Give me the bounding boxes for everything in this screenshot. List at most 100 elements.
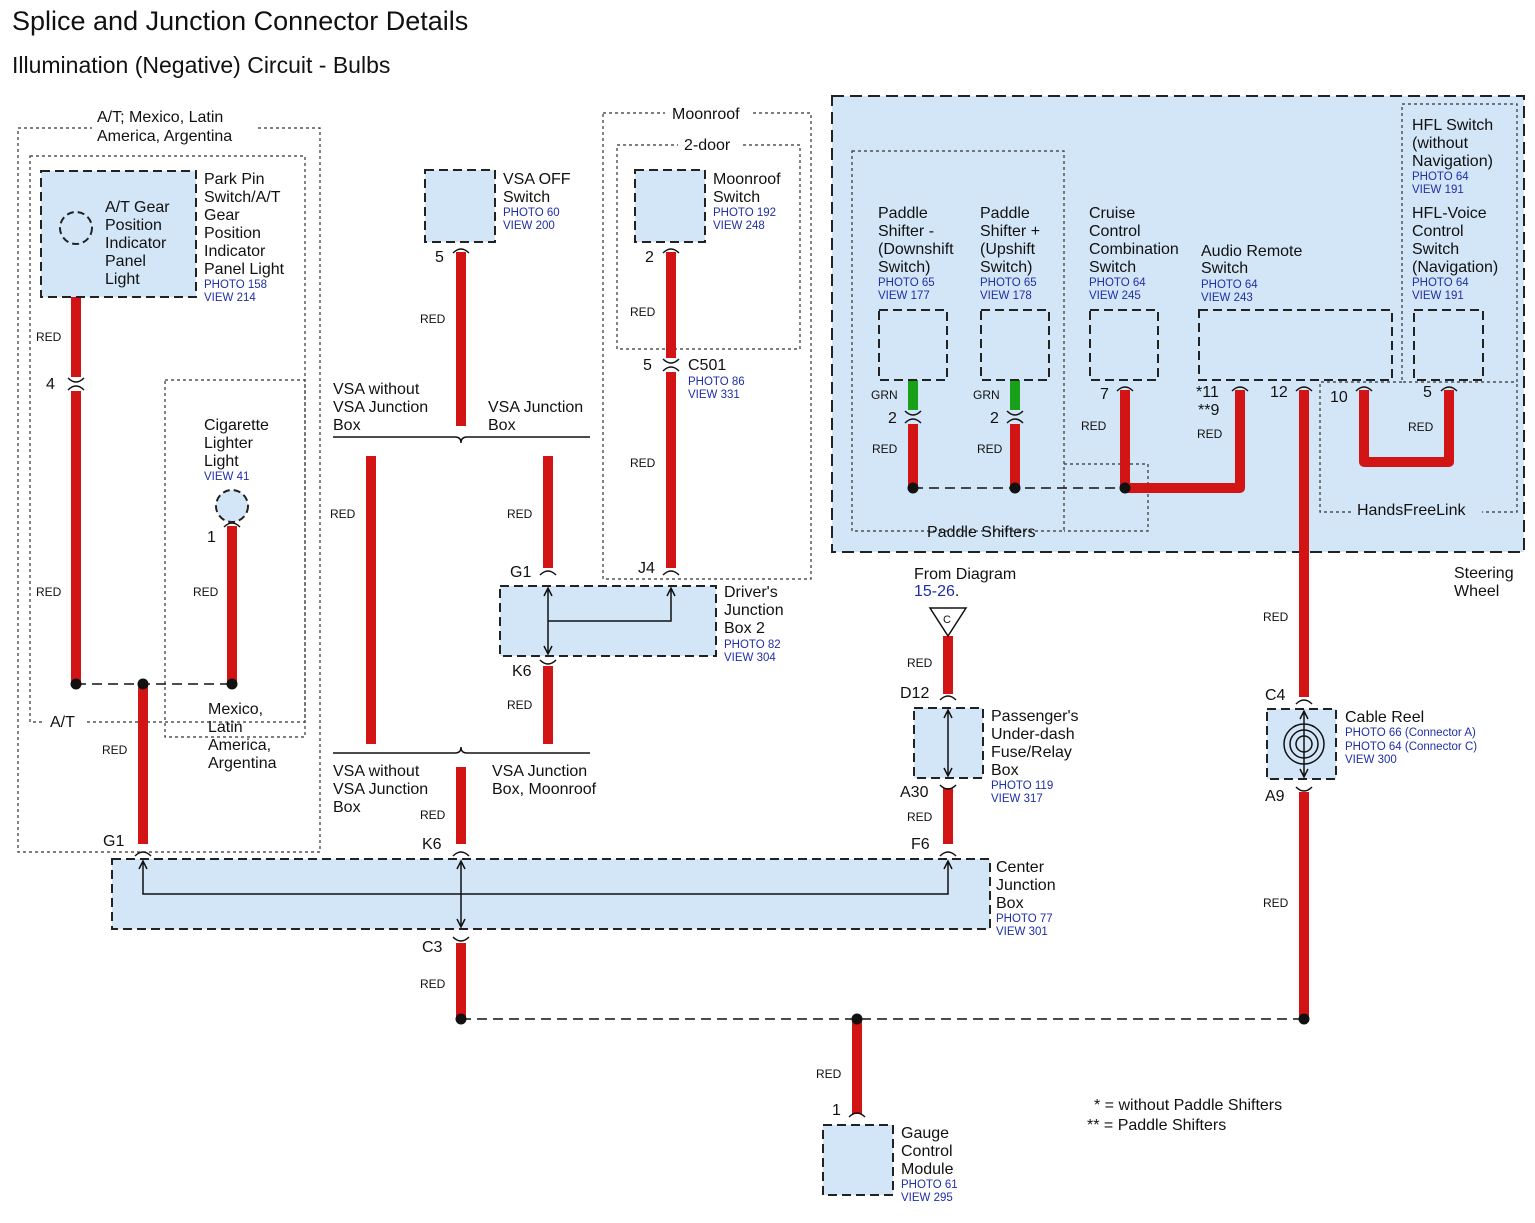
vsa-off-switch-box xyxy=(424,169,496,243)
audio-remote-box xyxy=(1198,309,1393,381)
vsa-off-photo: PHOTO 60 xyxy=(503,207,560,219)
pin-label: 2 xyxy=(645,249,654,266)
passenger-fuse-label-3: Fuse/Relay xyxy=(991,744,1072,761)
wire-hfl xyxy=(1359,390,1454,467)
park-pin-label-4: Position xyxy=(204,225,261,242)
pin-label: 1 xyxy=(832,1102,841,1119)
drivers-jb2-label-1: Driver's xyxy=(724,584,778,601)
pin-label: K6 xyxy=(512,663,532,680)
pin-label: 12 xyxy=(1270,384,1288,401)
at-gear-label-1: A/T Gear xyxy=(105,199,170,216)
cable-reel-icon xyxy=(1283,723,1325,765)
legend-line-2: ** = Paddle Shifters xyxy=(1087,1117,1226,1134)
audio-label-1: Audio Remote xyxy=(1201,243,1302,260)
from-diagram-ref: 15-26. xyxy=(914,583,959,600)
wire-label: RED xyxy=(330,507,356,521)
pin-label: A30 xyxy=(900,784,929,801)
moonroof-label-2: Switch xyxy=(713,189,760,206)
paddle-plus-view: VIEW 178 xyxy=(980,290,1032,302)
branch-line-top xyxy=(333,436,590,444)
cable-reel-label: Cable Reel xyxy=(1345,709,1424,726)
at-gear-label-2: Position xyxy=(105,217,162,234)
hfl-label-1: HFL Switch xyxy=(1412,117,1493,134)
from-diagram-link[interactable]: 15-26 xyxy=(914,583,955,600)
cig-label-3: Light xyxy=(204,453,239,470)
cruise-view: VIEW 245 xyxy=(1089,290,1141,302)
pin-label: G1 xyxy=(510,564,531,581)
gauge-view: VIEW 295 xyxy=(901,1192,953,1204)
wire-label: GRN xyxy=(973,388,1000,402)
paddle-minus-label-4: Switch) xyxy=(878,259,930,276)
wire-label: RED xyxy=(36,330,62,344)
wire-label: RED xyxy=(872,442,898,456)
hfl-label-2: (without xyxy=(1412,135,1469,152)
paddle-plus-label-2: Shifter + xyxy=(980,223,1040,240)
wire-label: RED xyxy=(907,656,933,670)
center-jb-label-2: Junction xyxy=(996,877,1056,894)
cig-label-1: Cigarette xyxy=(204,417,269,434)
passenger-fuse-view: VIEW 317 xyxy=(991,793,1043,805)
moonroof-switch-box xyxy=(634,169,706,243)
at-gear-label-3: Indicator xyxy=(105,235,167,252)
wire-label: RED xyxy=(420,312,446,326)
pin-label: 5 xyxy=(1423,384,1432,401)
zone-label-mexico-2: Latin xyxy=(208,719,243,736)
center-jb-label-3: Box xyxy=(996,895,1024,912)
pin-label: J4 xyxy=(638,560,655,577)
drivers-jb2-label-3: Box 2 xyxy=(724,620,765,637)
zone-label-mexico-1: Mexico, xyxy=(208,701,263,718)
zone-label-moonroof: Moonroof xyxy=(672,106,740,123)
from-diagram-connector: C xyxy=(943,614,951,626)
steering-wheel-region xyxy=(831,95,1525,553)
cruise-switch-box xyxy=(1089,309,1159,381)
wire-label: RED xyxy=(1263,610,1289,624)
zone-paddle-shifters xyxy=(851,150,1065,532)
connector-c501 xyxy=(662,358,680,372)
branch-vsa-jb-bottom-2: Box, Moonroof xyxy=(492,781,597,798)
park-pin-label-3: Gear xyxy=(204,207,240,224)
paddle-plus-box xyxy=(980,309,1050,381)
pin-label: 2 xyxy=(888,410,897,427)
branch-vsa-jb-bottom-1: VSA Junction xyxy=(492,763,587,780)
paddle-plus-label-3: (Upshift xyxy=(980,241,1036,258)
page-title: Splice and Junction Connector Details xyxy=(12,6,468,36)
zone-label-2door: 2-door xyxy=(684,137,731,154)
cable-reel-photo-a: PHOTO 66 (Connector A) xyxy=(1345,727,1476,739)
passenger-fuse-label-1: Passenger's xyxy=(991,708,1079,725)
drivers-jb2-internal xyxy=(543,586,676,656)
c501-label: C501 xyxy=(688,357,726,374)
branch-vsa-without-top-3: Box xyxy=(333,417,361,434)
wire-label: RED xyxy=(816,1067,842,1081)
park-pin-label-1: Park Pin xyxy=(204,171,264,188)
pin-label: G1 xyxy=(103,833,124,850)
zone-label-paddle-shifters: Paddle Shifters xyxy=(927,524,1036,541)
connector-4 xyxy=(67,377,85,391)
legend-line-1: * = without Paddle Shifters xyxy=(1094,1097,1282,1114)
gauge-label-3: Module xyxy=(901,1161,954,1178)
pin-label: C3 xyxy=(422,939,443,956)
paddle-minus-label-3: (Downshift xyxy=(878,241,954,258)
pin-label: D12 xyxy=(900,685,929,702)
hfl-view: VIEW 191 xyxy=(1412,184,1464,196)
wire-label: RED xyxy=(36,585,62,599)
zone-label-mexico-3: America, xyxy=(208,737,271,754)
cable-reel-view: VIEW 300 xyxy=(1345,754,1397,766)
splice-dots xyxy=(70,482,1310,1025)
pin-label: 7 xyxy=(1100,386,1109,403)
zone-label-mexico-4: Argentina xyxy=(208,755,277,772)
hfl-voice-photo: PHOTO 64 xyxy=(1412,277,1469,289)
cig-label-2: Lighter xyxy=(204,435,254,452)
wire-label: GRN xyxy=(871,388,898,402)
wire-label: RED xyxy=(193,585,219,599)
pin-label: K6 xyxy=(422,836,442,853)
park-pin-label-6: Panel Light xyxy=(204,261,285,278)
paddle-minus-label-2: Shifter - xyxy=(878,223,934,240)
pin-label: F6 xyxy=(911,836,930,853)
pin-label: **9 xyxy=(1198,402,1219,419)
paddle-plus-label-4: Switch) xyxy=(980,259,1032,276)
wire-label: RED xyxy=(102,743,128,757)
wire-label: RED xyxy=(507,507,533,521)
branch-vsa-without-bottom-1: VSA without xyxy=(333,763,420,780)
zone-label-handsfreelink: HandsFreeLink xyxy=(1357,502,1467,519)
